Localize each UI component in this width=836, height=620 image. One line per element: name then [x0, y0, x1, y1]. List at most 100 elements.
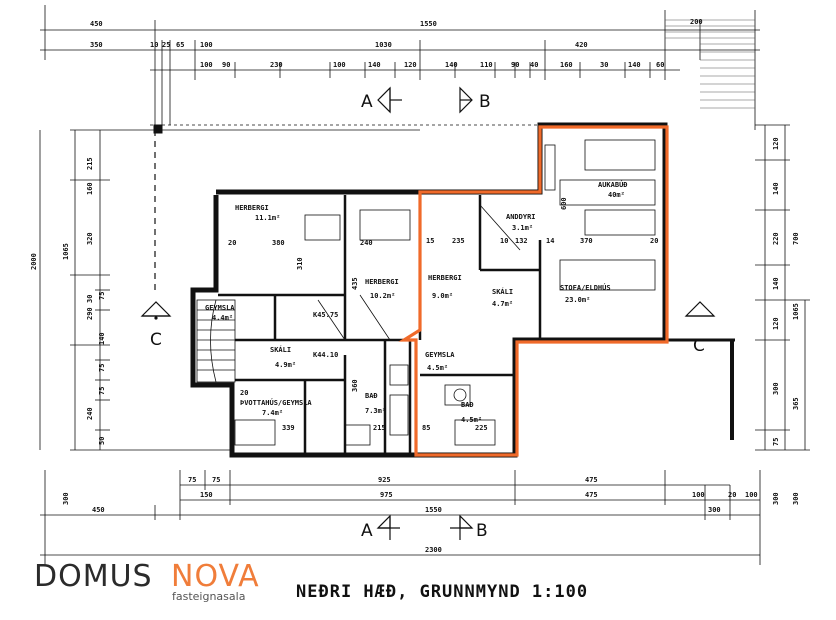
room-name: ÞVOTTAHÚS/GEYMSLA — [240, 398, 312, 407]
room-dim: 600 — [560, 197, 568, 210]
room-area: 10.2m² — [370, 292, 395, 300]
room-dim: 15 — [426, 237, 434, 245]
room-name: SKÁLI — [270, 345, 291, 354]
dim-label: 215 — [86, 157, 94, 170]
dim-label: 160 — [560, 61, 573, 69]
logo-word-nova: NOVA — [171, 559, 260, 594]
room-name: K44.10 — [313, 351, 338, 359]
dim-label: 100 — [745, 491, 758, 499]
right-dimension-labels: 120 140 220 140 120 300 75 700 1065 365 — [772, 137, 800, 446]
dim-label: 75 — [98, 364, 106, 372]
room-area: 4.5m² — [461, 416, 482, 424]
dim-label: 200 — [690, 18, 703, 26]
section-label-c: C — [150, 330, 162, 350]
room-area: 40m² — [608, 191, 625, 199]
room-dim: 370 — [580, 237, 593, 245]
dim-label: 75 — [212, 476, 220, 484]
room-dim: 310 — [296, 257, 304, 270]
dim-label: 475 — [585, 491, 598, 499]
dim-label: 240 — [86, 407, 94, 420]
room-area: 4.7m² — [492, 300, 513, 308]
dim-label: 1550 — [420, 20, 437, 28]
logo-word-domus: DOMUS — [34, 559, 153, 594]
section-label-c: C — [693, 336, 705, 356]
dim-label: 320 — [86, 232, 94, 245]
room-dim: 380 — [272, 239, 285, 247]
right-dimension-lines — [755, 124, 810, 451]
logo-tagline: fasteignasala — [172, 590, 245, 603]
dim-label: 450 — [92, 506, 105, 514]
dim-label: 75 — [772, 438, 780, 446]
dim-label: 40 — [530, 61, 538, 69]
dim-label: 60 — [656, 61, 664, 69]
section-letters: A B A B C C — [150, 92, 705, 541]
room-area: 7.3m² — [365, 407, 386, 415]
section-label-b: B — [479, 92, 491, 112]
dim-label: 90 — [511, 61, 519, 69]
dim-label: 365 — [792, 397, 800, 410]
room-dim: 20 — [228, 239, 236, 247]
dim-label: 925 — [378, 476, 391, 484]
room-dim: 20 — [240, 389, 248, 397]
dim-label: 1550 — [425, 506, 442, 514]
room-dim: 360 — [351, 379, 359, 392]
dim-label: 300 — [772, 492, 780, 505]
dim-label: 30 — [86, 295, 94, 303]
room-area: 11.1m² — [255, 214, 280, 222]
dim-label: 120 — [772, 317, 780, 330]
room-dim: 132 — [515, 237, 528, 245]
dim-label: 300 — [792, 492, 800, 505]
dim-label: 120 — [404, 61, 417, 69]
room-dim: 20 — [650, 237, 658, 245]
dim-label: 140 — [98, 332, 106, 345]
room-name: HERBERGI — [235, 204, 269, 212]
dim-label: 300 — [62, 492, 70, 505]
room-dim: 235 — [452, 237, 465, 245]
room-dim: 14 — [546, 237, 554, 245]
staircase — [196, 299, 236, 383]
section-label-a: A — [361, 92, 373, 112]
room-area: 4.4m² — [212, 314, 233, 322]
dim-label: 300 — [708, 506, 721, 514]
room-name: STOFA/ELDHÚS — [560, 283, 611, 292]
dim-label: 75 — [98, 292, 106, 300]
dim-label: 160 — [86, 182, 94, 195]
room-dim: 240 — [360, 239, 373, 247]
dim-label: 1065 — [62, 243, 70, 260]
dim-label: 50 — [98, 437, 106, 445]
room-area: 9.0m² — [432, 292, 453, 300]
room-labels: HERBERGI 11.1m² 20 380 310 HERBERGI 10.2… — [205, 180, 658, 432]
room-dim: 10 — [500, 237, 508, 245]
room-dim: 339 — [282, 424, 295, 432]
dim-label: 100 — [200, 61, 213, 69]
room-name: ANDDYRI — [506, 213, 536, 221]
dim-label: 30 — [600, 61, 608, 69]
left-dimension-lines — [39, 129, 230, 451]
room-area: 3.1m² — [512, 224, 533, 232]
section-markers — [140, 86, 716, 540]
room-area: 4.5m² — [427, 364, 448, 372]
hatched-terrace — [665, 19, 755, 109]
dim-label: 700 — [792, 232, 800, 245]
left-dimension-labels: 2000 1065 215 320 290 240 30 75 75 160 1… — [30, 157, 106, 445]
dim-label: 100 — [333, 61, 346, 69]
dim-label: 150 — [200, 491, 213, 499]
dim-label: 420 — [575, 41, 588, 49]
dim-label: 20 — [728, 491, 736, 499]
dim-label: 100 — [200, 41, 213, 49]
drawing-title: NEÐRI HÆÐ, GRUNNMYND 1:100 — [296, 582, 588, 602]
top-dimension-lines — [40, 5, 760, 135]
room-name: GEYMSLA — [205, 304, 235, 312]
dim-label: 110 — [480, 61, 493, 69]
dim-label: 450 — [90, 20, 103, 28]
fixtures — [234, 139, 656, 446]
dim-label: 220 — [772, 232, 780, 245]
dim-label: 25 — [162, 41, 170, 49]
dim-label: 1065 — [792, 303, 800, 320]
room-dim: 85 — [422, 424, 430, 432]
room-name: SKÁLI — [492, 287, 513, 296]
room-name: GEYMSLA — [425, 351, 455, 359]
dim-label: 140 — [368, 61, 381, 69]
room-area: 4.9m² — [275, 361, 296, 369]
dim-label: 75 — [188, 476, 196, 484]
